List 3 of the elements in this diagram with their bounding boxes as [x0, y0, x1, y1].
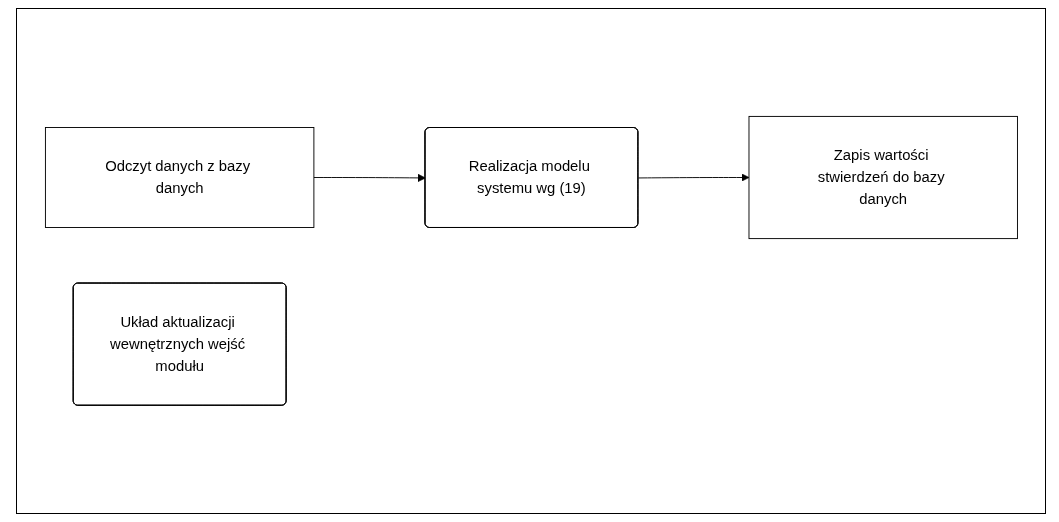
diagram-frame: Odczyt danych z bazy danych Realizacja modelu systemu wg (19) Zapis wartości stwierdzeń do bazy danych Układ aktualizacji wewnętrznych wejść modułu — [16, 8, 1046, 514]
node-box — [44, 127, 314, 229]
node-box — [748, 116, 1018, 240]
